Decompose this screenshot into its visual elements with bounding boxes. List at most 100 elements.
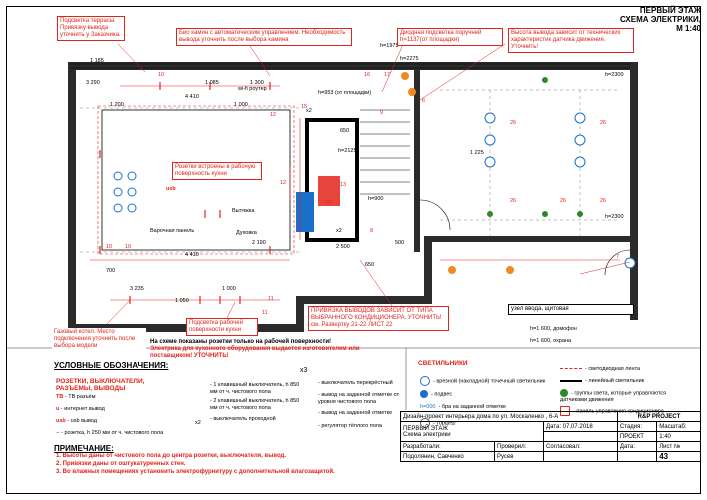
plan-note-1: На схеме показаны розетки только на рабо… bbox=[150, 339, 332, 345]
column-blue bbox=[296, 192, 314, 232]
circuit-number: 7 bbox=[616, 254, 620, 260]
label-wifi: wi-fi роутер bbox=[238, 86, 267, 92]
door-arc bbox=[419, 199, 451, 231]
note-1: 1. Высоты даны от чистового пола до цент… bbox=[56, 453, 287, 459]
tb-project: Дизайн-проект интерьера дома по ул. Моск… bbox=[400, 411, 618, 422]
label-h2275: h=2275 bbox=[400, 56, 419, 62]
label-intercom: h=1 600, домофон bbox=[530, 326, 577, 332]
legend-led: - светодиодная лента bbox=[560, 366, 640, 373]
sheet-header: ПЕРВЫЙ ЭТАЖ СХЕМА ЭЛЕКТРИКИ, М 1:40 bbox=[620, 6, 701, 33]
tb-devs: Подолянин, Савченко bbox=[400, 451, 495, 462]
dim: 2 190 bbox=[252, 240, 266, 246]
sockets bbox=[99, 82, 271, 304]
tb-dev-label: Разработали: bbox=[400, 441, 495, 452]
callout-kitchen-outlets: Розетки встроены в рабочую поверхность к… bbox=[172, 162, 262, 180]
callout-terrace: Подсветка террасы. Привязку вывода уточн… bbox=[57, 16, 125, 41]
circuit-number: 26 bbox=[510, 198, 517, 204]
circuit-number: 15 bbox=[301, 104, 308, 110]
label-h2300a: h=2300 bbox=[605, 72, 624, 78]
tb-date: Дата: 07.07.2018 bbox=[543, 421, 618, 432]
dim: 650 bbox=[365, 262, 375, 268]
label-h953: h=953 (от площадки) bbox=[318, 90, 372, 96]
tb-sheet-name: ПЕРВЫЙ ЭТАЖ Схема электрики bbox=[399, 421, 545, 442]
legend-heating: - регулятор тёплого пола bbox=[318, 423, 382, 429]
dim: 1 050 bbox=[175, 298, 189, 304]
tv-icon: TB bbox=[56, 394, 64, 400]
label-h2300b: h=2300 bbox=[605, 214, 624, 220]
circuit-number: 12 bbox=[270, 112, 277, 118]
tb-check-label: Проверил: bbox=[493, 441, 545, 452]
drawing-sheet bbox=[6, 6, 701, 494]
internet-icon: u bbox=[56, 406, 60, 412]
label-cooktop: Варочная панель bbox=[150, 228, 195, 234]
dim: 700 bbox=[106, 268, 116, 274]
note-3: 3. Во влажных помещениях установить элек… bbox=[56, 469, 335, 475]
circuit-number: 26 bbox=[560, 198, 567, 204]
legend-sw2: - 2 клавишный выключатель, h 850 мм от ч… bbox=[210, 398, 300, 411]
circuit-number: 9 bbox=[380, 110, 384, 116]
legend-pendant: - подвес bbox=[420, 390, 452, 398]
legend-groups: - группы света, которые управляются датч… bbox=[560, 389, 667, 403]
wiring-runs bbox=[90, 85, 620, 301]
callout-sensor: Высота вывода зависит от технических хар… bbox=[508, 28, 634, 53]
spot-icon bbox=[420, 376, 430, 386]
dim: 1 000 bbox=[234, 102, 248, 108]
label-x2: x2 bbox=[336, 228, 342, 234]
tb-sheet-no: 43 bbox=[656, 451, 701, 462]
callout-worktop-light: Подсветка рабочей поверхности кухни bbox=[186, 318, 258, 336]
dim: 4 410 bbox=[185, 94, 199, 100]
dim: 1 185 bbox=[90, 58, 104, 64]
dim: 1 300 bbox=[250, 80, 264, 86]
circuit-number: 12 bbox=[280, 180, 287, 186]
callout-stair-light: Диодная подсветка поручней h=1137(от пло… bbox=[397, 28, 503, 46]
legend-sw-cross: - выключатель перекрёстный bbox=[318, 380, 393, 386]
legend-linear: - линейный светильник bbox=[560, 378, 644, 385]
tb-scale: 1:40 bbox=[656, 431, 701, 442]
label-oven: Духовка bbox=[236, 230, 257, 236]
legend-title: УСЛОВНЫЕ ОБОЗНАЧЕНИЯ: bbox=[54, 361, 169, 370]
plan-note-2: Электрика для кухонного оборудования выд… bbox=[150, 346, 360, 359]
tb-stage-label: Стадия: bbox=[616, 421, 658, 432]
legend-track: h=000- бра на заданной отметке bbox=[420, 404, 506, 410]
led-strip-icon bbox=[560, 368, 582, 370]
legend-sw-pass: - выключатель проходной bbox=[210, 416, 276, 422]
legend-sw1: - 1 клавишный выключатель, h 850 мм от ч… bbox=[210, 382, 300, 395]
dim: 500 bbox=[395, 240, 405, 246]
tb-sheet-label: Лист № bbox=[656, 441, 701, 452]
wall-hatch bbox=[70, 63, 630, 69]
label-security: h=1 600, охрана bbox=[530, 338, 572, 344]
circuit-number: 10 bbox=[106, 244, 113, 250]
note-2: 2. Привязки даны от оштукатуренных стен. bbox=[56, 461, 186, 467]
dim: 2 500 bbox=[336, 244, 350, 250]
circuit-number: 16 bbox=[364, 72, 371, 78]
legend-group1: РОЗЕТКИ, ВЫКЛЮЧАТЕЛИ, РАЗЪЕМЫ, ВЫВОДЫ bbox=[56, 378, 145, 392]
dim: 1 200 bbox=[110, 102, 124, 108]
label-h1975: h=1975 bbox=[380, 43, 399, 49]
wall-light-icon: h=000 bbox=[420, 404, 436, 410]
circuit-number: 10 bbox=[158, 72, 165, 78]
dim: 3 235 bbox=[130, 286, 144, 292]
label-h900: h=900 bbox=[368, 196, 384, 202]
dim: 1 085 bbox=[205, 80, 219, 86]
dim: 4 410 bbox=[185, 252, 199, 258]
fireplace-block bbox=[318, 176, 340, 206]
callout-ac: ПРИВЯЗКА ВЫВОДОВ ЗАВИСИТ ОТ ТИПА ВЫБРАНН… bbox=[308, 306, 449, 331]
callout-gas-boiler: Газовый котел. Место подключения уточнит… bbox=[52, 328, 146, 351]
label-x2: x2 bbox=[306, 108, 312, 114]
dim: 1 225 bbox=[470, 150, 484, 156]
led-contour bbox=[97, 105, 295, 255]
legend-usb: usb - usb вывод bbox=[56, 418, 97, 424]
walls bbox=[68, 62, 638, 332]
notes-title: ПРИМЕЧАНИЕ: bbox=[54, 444, 114, 453]
legend-socket: ⌢ - розетка, h 250 мм от ч. чистового по… bbox=[56, 430, 164, 436]
legend-tv: TB - ТВ разъём bbox=[56, 394, 96, 400]
circuit-number: 6 bbox=[422, 98, 426, 104]
legend-x3: x3 bbox=[300, 367, 308, 374]
tb-stage: ПРОЕКТ bbox=[616, 431, 658, 442]
door-arc-2 bbox=[604, 249, 631, 276]
label-hood: Вытяжка bbox=[232, 208, 255, 214]
callout-fireplace: Био камин с автоматическим управлением. … bbox=[176, 28, 352, 46]
dim: 3 290 bbox=[86, 80, 100, 86]
circuit-number: 11 bbox=[268, 296, 274, 302]
